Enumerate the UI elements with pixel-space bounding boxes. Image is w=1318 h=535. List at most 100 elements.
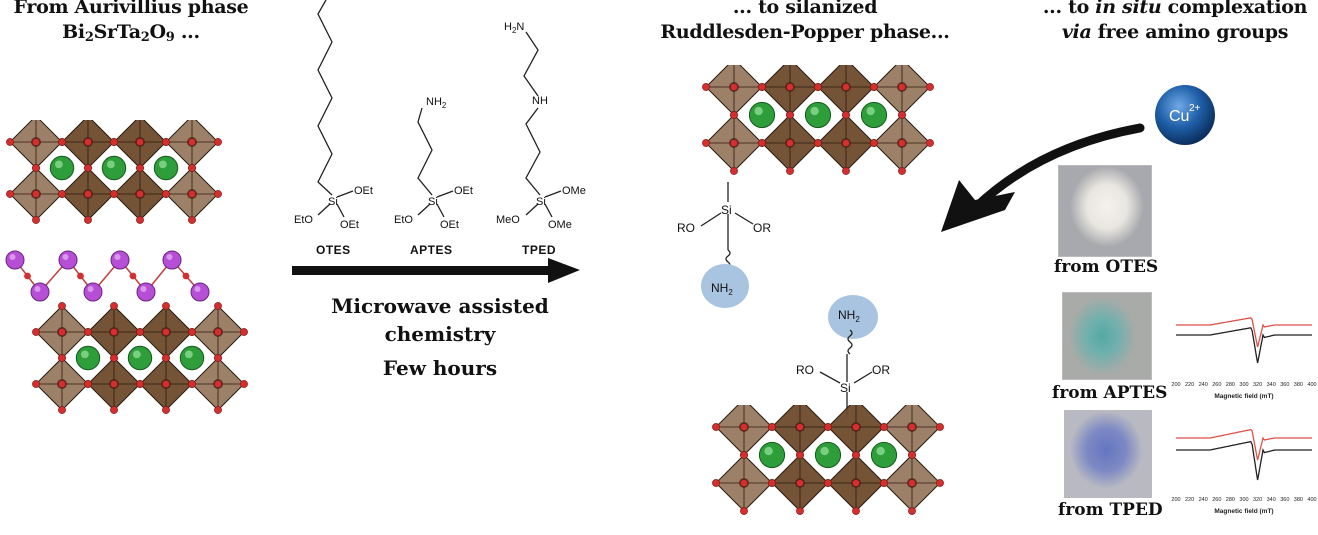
oxygen-atom xyxy=(936,423,944,431)
oxygen-atom xyxy=(936,479,944,487)
title-text: free amino groups xyxy=(1091,21,1289,43)
oxygen-atom xyxy=(214,302,222,310)
oxygen-atom xyxy=(702,83,710,91)
epr-tick-label: 200 xyxy=(1171,497,1180,503)
oxygen-atom xyxy=(908,423,916,431)
oxygen-atom xyxy=(188,328,196,336)
epr-tick-label: 260 xyxy=(1212,497,1221,503)
oxygen-atom xyxy=(136,328,144,336)
sr-atom xyxy=(758,441,786,469)
bi-atom-highlight xyxy=(166,254,173,260)
title-italic: via xyxy=(1061,21,1092,43)
bi-atom-highlight xyxy=(34,286,41,292)
reaction-arrow xyxy=(292,258,580,283)
sr-atom-highlight xyxy=(764,446,773,456)
formula-sub: 2 xyxy=(84,30,94,45)
epr-tick-label: 300 xyxy=(1239,382,1248,388)
rp-layer-bottom xyxy=(712,405,944,515)
aurivillius-title: From Aurivillius phase Bi2SrTa2O9 ... xyxy=(0,0,262,45)
rp-title-line2: Ruddlesden-Popper phase... xyxy=(660,21,950,43)
spacer-chain-bottom xyxy=(847,329,853,355)
oxygen-atom xyxy=(702,139,710,147)
bi-atom xyxy=(83,282,103,302)
bi-atom xyxy=(110,250,130,270)
epr-tick-label: 400 xyxy=(1307,382,1316,388)
oxygen-atom xyxy=(758,139,766,147)
bi-atom xyxy=(136,282,156,302)
silane-group-bottom: NH2 Si RO OR xyxy=(796,295,890,417)
oxygen-atom xyxy=(880,479,888,487)
tped-secondary-amine: NH xyxy=(532,95,548,107)
or-label-bottom: OR xyxy=(872,363,890,377)
oxygen-atom xyxy=(110,190,118,198)
conditions-line3: Few hours xyxy=(382,356,498,380)
sr-atom-highlight xyxy=(80,350,89,359)
oxygen-atom xyxy=(740,451,748,459)
aurivillius-structure xyxy=(5,120,248,414)
oxygen-atom xyxy=(768,423,776,431)
sample-photo-otes xyxy=(1058,165,1152,257)
sr-atom xyxy=(748,101,776,129)
cu-label: Cu xyxy=(1169,108,1189,125)
sr-atom xyxy=(814,441,842,469)
si-label-top: Si xyxy=(721,203,732,217)
sr-atom xyxy=(75,345,101,371)
oxygen-atom xyxy=(58,406,66,414)
oxygen-atom xyxy=(110,380,118,388)
oxygen-atom xyxy=(6,190,14,198)
oxygen-atom xyxy=(842,111,850,119)
oxygen-atom xyxy=(58,354,66,362)
sr-atom-highlight xyxy=(754,106,763,116)
oxygen-atom xyxy=(214,190,222,198)
epr-tick-label: 260 xyxy=(1212,382,1221,388)
formula-part: Bi xyxy=(62,21,85,43)
oxygen-atom xyxy=(786,83,794,91)
rp-title-line1: ... to silanized xyxy=(732,0,878,18)
bi-atom-highlight xyxy=(87,286,94,292)
oxygen-atom xyxy=(32,138,40,146)
complexation-title-line1: ... to in situ complexation xyxy=(1020,0,1318,20)
ruddlesden-popper-title: ... to silanized Ruddlesden-Popper phase… xyxy=(630,0,980,45)
conditions-line2: chemistry xyxy=(384,322,496,346)
epr-tick-label: 280 xyxy=(1226,382,1235,388)
sr-atom xyxy=(153,155,179,181)
oxygen-atom xyxy=(796,451,804,459)
complexation-title: ... to in situ complexation via free ami… xyxy=(1020,0,1318,45)
sample-label-aptes: from APTES xyxy=(1052,383,1168,403)
oxygen-atom xyxy=(58,138,66,146)
aptes-sub-2: EtO xyxy=(394,214,413,226)
rp-layer-top xyxy=(702,65,934,175)
oxygen-atom xyxy=(58,328,66,336)
oxygen-atom xyxy=(136,216,144,224)
title-text: complexation xyxy=(1161,0,1308,18)
epr-tick-label: 400 xyxy=(1307,497,1316,503)
oxygen-atom xyxy=(136,190,144,198)
oxygen-atom xyxy=(84,328,92,336)
oxygen-atom xyxy=(786,139,794,147)
oxygen-atom xyxy=(842,83,850,91)
oxygen-atom xyxy=(898,139,906,147)
sr-atom xyxy=(870,441,898,469)
oxygen-atom xyxy=(84,216,92,224)
epr-tick-label: 220 xyxy=(1185,382,1194,388)
nh2-label-top: NH2 xyxy=(711,281,733,297)
oxygen-atom xyxy=(852,507,860,515)
oxygen-atom xyxy=(898,83,906,91)
oxygen-atom xyxy=(852,451,860,459)
oxygen-atom xyxy=(188,216,196,224)
oxygen-atom xyxy=(32,190,40,198)
aurivillius-title-line1: From Aurivillius phase xyxy=(13,0,249,18)
bi-atom-highlight xyxy=(114,254,121,260)
si-label-bottom: Si xyxy=(840,381,851,395)
oxygen-atom xyxy=(852,479,860,487)
aptes-amine-label: NH2 xyxy=(426,96,447,110)
epr-xlabel: Magnetic field (mT) xyxy=(1214,393,1273,400)
epr-tick-label: 340 xyxy=(1267,382,1276,388)
oxygen-atom xyxy=(758,83,766,91)
sample-photo-aptes xyxy=(1062,292,1152,380)
oxygen-atom xyxy=(730,139,738,147)
sr-atom-highlight xyxy=(866,106,875,116)
oxygen-atom xyxy=(214,380,222,388)
oxygen-atom xyxy=(240,328,248,336)
